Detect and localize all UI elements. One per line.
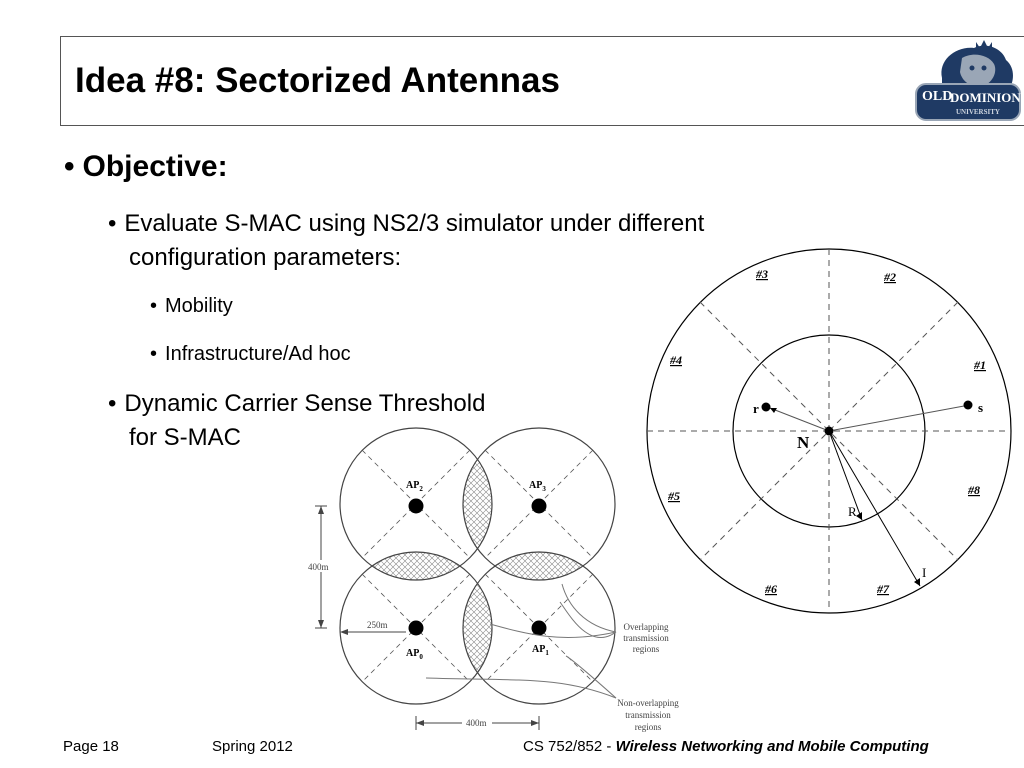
bullet-dynamic-line1: Dynamic Carrier Sense Threshold <box>124 390 486 417</box>
ap3-node <box>531 498 547 514</box>
sector-diagram: #1 #2 #3 #4 #5 #6 #7 #8 N r s R I <box>646 248 1012 614</box>
coverage-circle-ap2 <box>339 427 493 581</box>
nonoverlap-label-line2: transmission <box>625 710 671 720</box>
ap0-label: AP0 <box>406 648 423 661</box>
title-box: Idea #8: Sectorized Antennas <box>60 36 1024 126</box>
coverage-circle-ap3 <box>462 427 616 581</box>
footer-course-name: Wireless Networking and Mobile Computing <box>615 738 929 755</box>
overlap-label-line2: transmission <box>623 633 669 643</box>
vertical-dimension-label: 400m <box>308 562 329 572</box>
overlap-label-line3: regions <box>633 644 660 654</box>
overlap-label-line1: Overlapping <box>624 622 669 632</box>
bullet-icon: • <box>108 210 117 237</box>
footer-term: Spring 2012 <box>212 738 293 755</box>
bullet-dynamic-line2: for S-MAC <box>129 424 242 451</box>
objective-heading: •Objective: <box>64 150 228 183</box>
ap1-label: AP1 <box>532 644 549 657</box>
radius-I-label: I <box>922 565 926 580</box>
node-s <box>963 400 973 410</box>
lion-face-shape <box>960 54 996 87</box>
bullet-dynamic-cs: • Dynamic Carrier Sense Threshold for S-M… <box>108 387 485 455</box>
ap0-node <box>408 620 424 636</box>
ap2-node <box>408 498 424 514</box>
sector-label-5: #5 <box>667 489 680 503</box>
nonoverlap-label-line1: Non-overlapping <box>617 698 679 708</box>
old-dominion-logo: OLD DOMINION UNIVERSITY <box>915 40 1021 121</box>
ap1-node <box>531 620 547 636</box>
logo-text-old: OLD <box>922 89 952 104</box>
node-s-label: s <box>978 400 983 415</box>
sector-label-7: #7 <box>876 582 890 596</box>
node-r-label: r <box>753 401 759 416</box>
radius-I-line <box>828 430 921 587</box>
bullet-icon: • <box>150 343 158 365</box>
logo-text-university: UNIVERSITY <box>956 108 1000 116</box>
sector-label-2: #2 <box>883 270 896 284</box>
ap2-label: AP2 <box>406 480 423 493</box>
node-r <box>761 402 771 412</box>
sector-label-4: #4 <box>669 353 682 367</box>
sector-label-8: #8 <box>967 483 980 497</box>
subitem-infrastructure: •Infrastructure/Ad hoc <box>150 340 351 368</box>
footer-page-number: Page 18 <box>63 738 119 755</box>
page-title: Idea #8: Sectorized Antennas <box>75 61 560 100</box>
subitem-mobility: •Mobility <box>150 292 233 320</box>
bullet-evaluate-line1: Evaluate S-MAC using NS2/3 simulator und… <box>124 210 705 237</box>
horizontal-dimension-label: 400m <box>466 718 487 728</box>
node-N-label: N <box>797 433 810 452</box>
sector-label-6: #6 <box>764 582 777 596</box>
sector-label-1: #1 <box>973 358 986 372</box>
footer-course: CS 752/852 - Wireless Networking and Mob… <box>523 738 929 755</box>
logo-text-dominion: DOMINION <box>950 90 1021 105</box>
bullet-evaluate-line2: configuration parameters: <box>129 244 402 271</box>
radius-R-line <box>828 430 863 521</box>
node-N <box>824 426 834 436</box>
radius-dimension-label: 250m <box>367 620 388 630</box>
nonoverlap-label-line3: regions <box>635 722 662 732</box>
coverage-circle-ap0 <box>339 551 493 705</box>
sector-label-3: #3 <box>755 267 768 281</box>
radius-R-label: R <box>848 504 857 519</box>
coverage-circle-ap1 <box>462 551 616 705</box>
crown-shape <box>976 40 992 52</box>
footer-course-prefix: CS 752/852 - <box>523 738 616 755</box>
ap3-label: AP3 <box>529 480 546 493</box>
access-point-diagram: AP2 AP3 AP0 AP1 400m 250m 400m Overlappi… <box>306 427 679 732</box>
bullet-icon: • <box>150 295 158 317</box>
bullet-evaluate: • Evaluate S-MAC using NS2/3 simulator un… <box>108 207 704 275</box>
link-to-sender <box>828 405 965 432</box>
bullet-icon: • <box>108 390 117 417</box>
bullet-icon: • <box>64 150 75 183</box>
link-to-receiver <box>769 407 830 432</box>
